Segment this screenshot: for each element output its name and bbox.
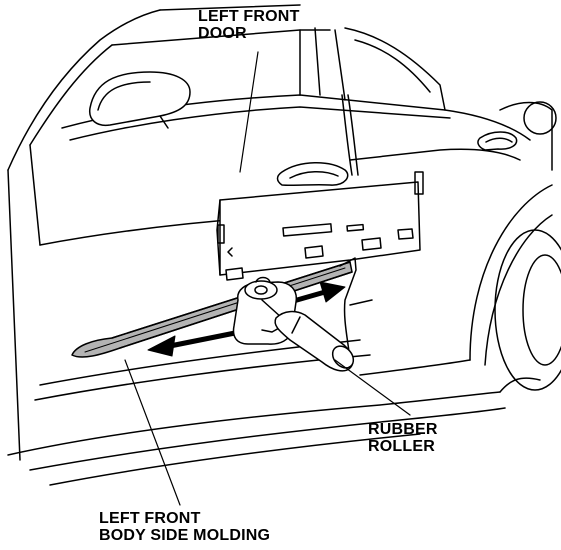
label-roller-line-2: ROLLER [368, 438, 435, 455]
label-roller-line-1: RUBBER [368, 421, 438, 438]
direction-arrows [147, 281, 346, 357]
label-left-front-door: LEFT FRONT DOOR [198, 8, 300, 42]
masking-panel [216, 171, 424, 281]
molding-leader-line [124, 359, 181, 506]
label-body-side-molding: LEFT FRONT BODY SIDE MOLDING [99, 510, 270, 544]
label-molding-line-2: BODY SIDE MOLDING [99, 527, 271, 544]
weatherstrip [341, 94, 359, 176]
car-body-outline [7, 4, 557, 486]
label-molding-line-1: LEFT FRONT [99, 510, 201, 527]
roller-leader-line [334, 359, 411, 416]
label-door-line-2: DOOR [198, 25, 247, 42]
door-leader-line [239, 51, 259, 173]
label-rubber-roller: RUBBER ROLLER [368, 421, 438, 455]
side-mirror [89, 71, 191, 129]
rubber-roller [232, 276, 355, 372]
leader-lines [124, 51, 411, 506]
label-door-line-1: LEFT FRONT [198, 8, 300, 25]
rear-wheel [469, 184, 561, 393]
door-handles [276, 131, 518, 187]
